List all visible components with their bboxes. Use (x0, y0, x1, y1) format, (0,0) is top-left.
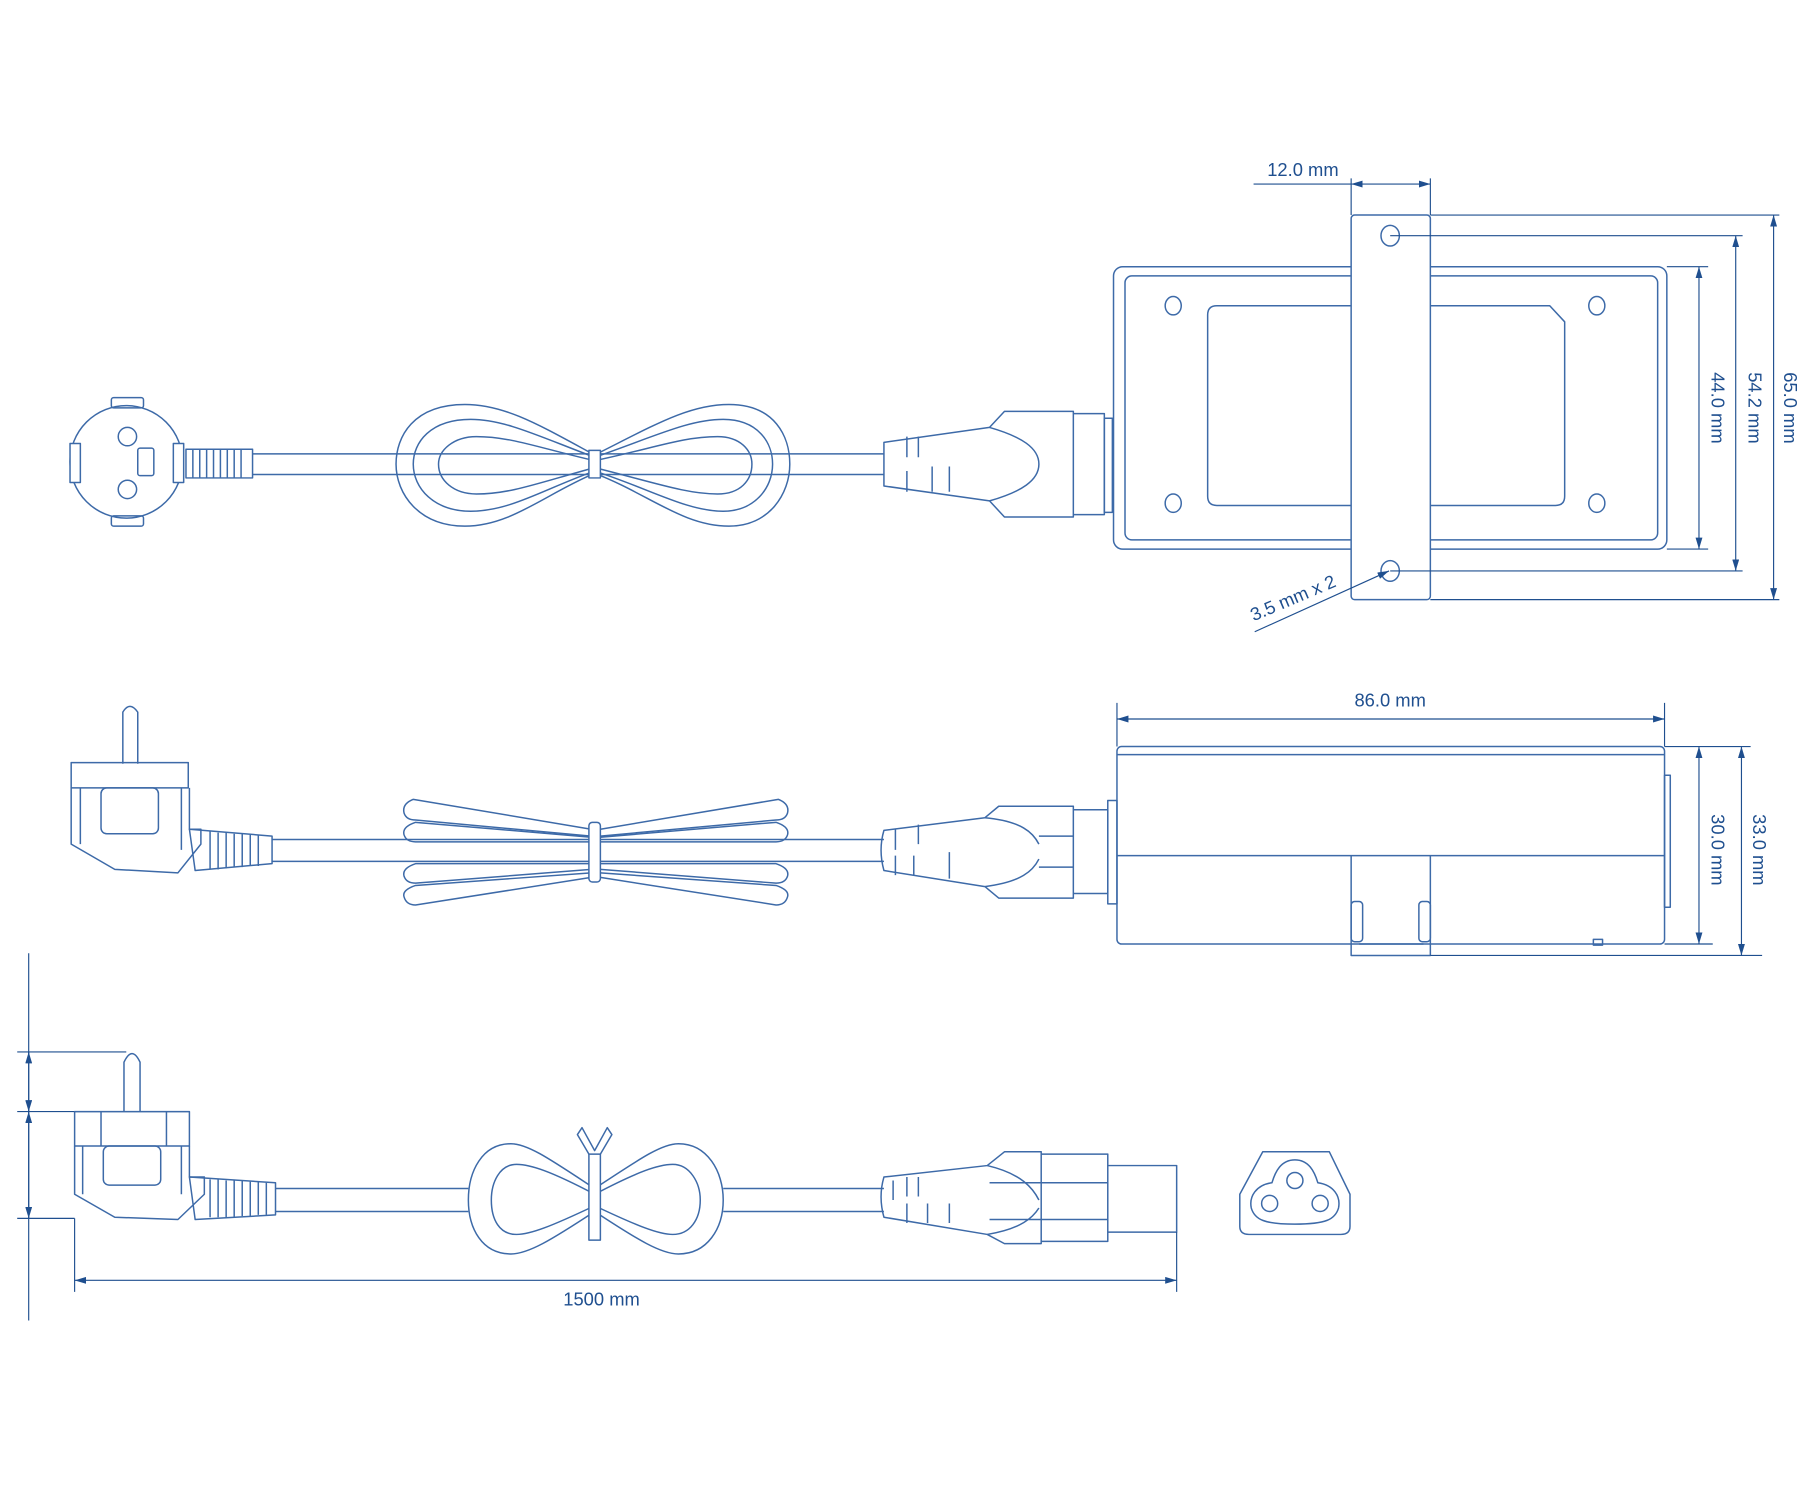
c5-socket-face (1239, 1151, 1351, 1236)
cable-coil-loop (467, 1126, 724, 1255)
schuko-plug-front (69, 396, 185, 527)
c5-connector-side (880, 799, 1118, 905)
dim-label-overall-height: 65.0 mm (1780, 372, 1800, 443)
clip-tie (576, 1126, 613, 1155)
dim-label-cable-length: 1500 mm (563, 1289, 640, 1310)
strain-relief-side (188, 828, 273, 872)
dim-hole-spacing: 54.2 mm (1390, 235, 1765, 572)
cable-side (272, 838, 884, 863)
side-view: 86.0 mm 30.0 mm 33.0 mm (70, 689, 1770, 957)
cable-coil-bundle (402, 798, 789, 906)
dim-label-body-length: 86.0 mm (1354, 689, 1425, 710)
label-area (1206, 304, 1566, 507)
cable-clip (588, 1153, 602, 1241)
dim-body-thickness: 30.0 mm (1664, 745, 1751, 945)
dim-label-hole-diameter: 3.5 mm x 2 (1247, 570, 1339, 625)
dim-cable-length: 1500 mm (74, 1218, 1178, 1310)
dim-label-body-thickness: 30.0 mm (1708, 814, 1729, 885)
schuko-plug-profile (73, 1052, 206, 1221)
dim-label-body-height: 44.0 mm (1708, 372, 1729, 443)
dim-label-overall-thickness: 33.0 mm (1749, 814, 1770, 885)
dim-label-hole-spacing: 54.2 mm (1744, 372, 1765, 443)
adapter-body-side (1116, 745, 1672, 957)
c5-connector-profile (880, 1151, 1178, 1245)
strain-relief-profile (188, 1176, 277, 1221)
plug-height-dimension (17, 953, 190, 1321)
dim-label-bracket-width: 12.0 mm (1267, 159, 1338, 180)
cable-clip (588, 449, 602, 479)
cable-profile (275, 1187, 884, 1213)
dim-overall-thickness: 33.0 mm (1430, 746, 1770, 957)
mounting-bracket-top (1350, 214, 1432, 601)
cable-clip (588, 821, 602, 883)
schuko-plug-side (70, 705, 202, 874)
dim-body-height: 44.0 mm (1666, 266, 1729, 550)
dim-body-length: 86.0 mm (1116, 689, 1666, 747)
dim-bracket-width: 12.0 mm (1253, 159, 1431, 216)
top-view: 12.0 mm 65.0 mm 54.2 mm 44.0 mm 3.5 mm x… (69, 159, 1800, 633)
cable-coil-figure8 (395, 403, 791, 527)
strain-relief (185, 448, 254, 479)
cable-view: 1500 mm (17, 953, 1351, 1321)
dim-overall-height: 65.0 mm (1430, 214, 1800, 601)
c5-connector-top (883, 410, 1114, 518)
